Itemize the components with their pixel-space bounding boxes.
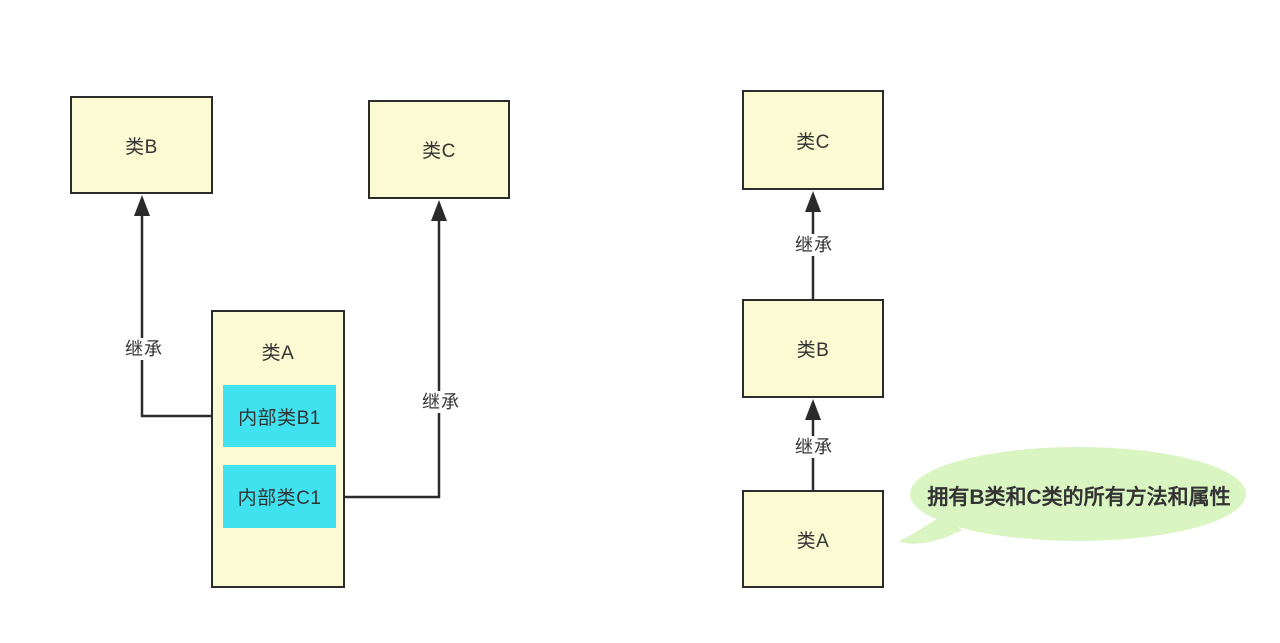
right-class-a-box: 类A: [742, 490, 884, 588]
left-class-c-label: 类C: [422, 141, 456, 162]
right-inherit-label-bottom: 继承: [792, 436, 836, 458]
left-class-b-label: 类B: [125, 136, 158, 158]
arrowhead-right-classc-icon: [805, 191, 821, 212]
left-inherit-label-b: 继承: [122, 338, 166, 360]
inner-class-c1-label: 内部类C1: [237, 488, 322, 509]
left-class-a-label: 类A: [261, 343, 295, 364]
left-class-b-box: 类B: [70, 96, 213, 194]
left-class-a-box: 类A: [211, 310, 345, 588]
right-class-b-box: 类B: [742, 299, 884, 398]
inner-class-b1-box: 内部类B1: [223, 385, 336, 447]
right-class-a-label: 类A: [796, 530, 830, 552]
left-class-c-box: 类C: [368, 100, 510, 199]
arrowhead-classb-icon: [134, 195, 150, 216]
right-class-c-label: 类C: [796, 131, 830, 153]
edge-innerb1-to-classb: [140, 210, 223, 418]
callout-text: 拥有B类和C类的所有方法和属性: [927, 486, 1231, 509]
right-inherit-label-top: 继承: [792, 234, 836, 256]
inner-class-b1-label: 内部类B1: [238, 407, 321, 429]
arrowhead-right-classb-icon: [805, 399, 821, 420]
inner-class-c1-box: 内部类C1: [223, 465, 336, 528]
arrowhead-classc-icon: [431, 200, 447, 221]
left-inherit-label-c: 继承: [419, 391, 463, 413]
right-class-c-box: 类C: [742, 90, 884, 190]
speech-bubble: [910, 447, 1246, 541]
speech-bubble-tail: [899, 516, 962, 544]
right-class-b-label: 类B: [796, 340, 830, 361]
edge-innerc1-to-classc: [336, 215, 441, 499]
